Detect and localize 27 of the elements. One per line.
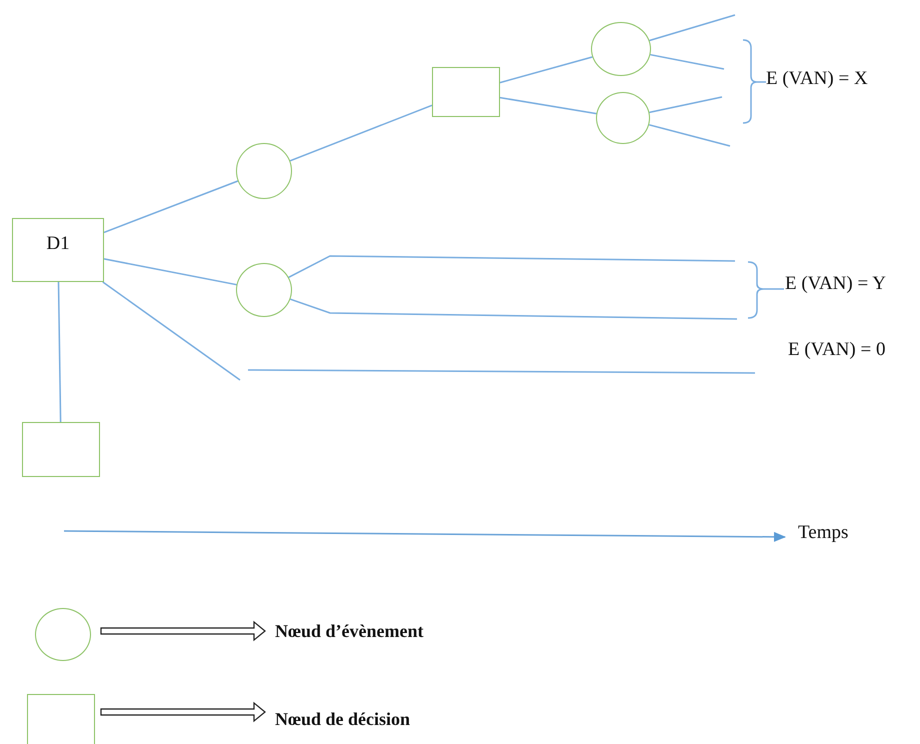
branch-line xyxy=(104,258,237,286)
branch-line xyxy=(500,96,597,114)
expected-value-label: E (VAN) = Y xyxy=(785,273,886,295)
axis-label: Temps xyxy=(798,522,848,544)
branch-line xyxy=(104,180,238,234)
branch-line xyxy=(649,96,722,114)
event-node-circle xyxy=(236,143,292,199)
node-label: D1 xyxy=(46,233,70,255)
legend-text: Nœud d’évènement xyxy=(275,621,424,642)
branch-line xyxy=(650,54,724,70)
event-node-circle xyxy=(236,263,292,317)
branch-line xyxy=(290,104,432,162)
decision-node-box xyxy=(12,218,104,282)
branch-line xyxy=(500,56,592,84)
decision-node-box xyxy=(432,67,500,117)
legend-text: Nœud de décision xyxy=(275,709,410,730)
expected-value-label: E (VAN) = X xyxy=(766,68,868,90)
branch-line xyxy=(648,124,730,147)
branch-line xyxy=(649,14,736,42)
event-node-circle xyxy=(596,92,650,144)
branch-line xyxy=(102,281,240,381)
event-node-circle xyxy=(591,22,651,76)
branch-line xyxy=(290,298,738,320)
branch-line xyxy=(288,255,735,278)
branch-line xyxy=(58,282,62,422)
decision-node-box xyxy=(22,422,100,477)
expected-value-label: E (VAN) = 0 xyxy=(788,339,886,361)
